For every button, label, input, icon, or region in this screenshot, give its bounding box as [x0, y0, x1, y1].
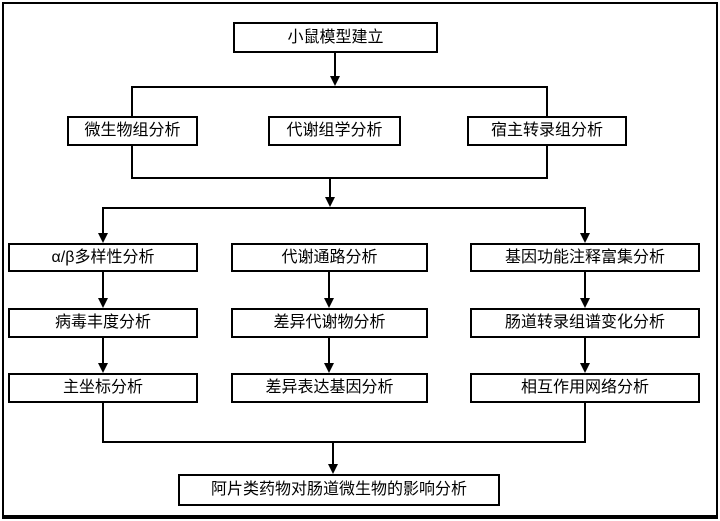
connector-final-hline	[102, 441, 586, 443]
node-alpha-beta-diversity: α/β多样性分析	[8, 243, 198, 272]
node-interaction-network: 相互作用网络分析	[470, 373, 700, 403]
connector-merge-right	[546, 146, 548, 179]
connector-col1-r2r3-line	[102, 338, 104, 363]
arrowhead-col3-r1r2	[580, 298, 590, 308]
node-host-transcriptome-analysis: 宿主转录组分析	[467, 116, 627, 146]
node-opioid-gut-microbe-impact: 阿片类药物对肠道微生物的影响分析	[178, 474, 500, 506]
arrowhead-final-down	[328, 464, 338, 474]
connector-merge-hline	[131, 177, 548, 179]
node-principal-coordinates: 主坐标分析	[8, 373, 198, 403]
arrowhead-col1-r2r3	[98, 363, 108, 373]
connector-final-left	[102, 403, 104, 441]
connector-branch2-left-line	[102, 207, 104, 233]
connector-branch1-left	[131, 86, 133, 116]
arrowhead-top-down	[330, 76, 340, 86]
node-metabolic-pathway: 代谢通路分析	[231, 243, 428, 272]
connector-col1-r1r2-line	[102, 272, 104, 298]
arrowhead-branch2-left	[98, 233, 108, 243]
connector-merge-left	[131, 146, 133, 179]
connector-branch1-right	[546, 86, 548, 116]
node-mouse-model: 小鼠模型建立	[233, 22, 438, 53]
node-differential-metabolites: 差异代谢物分析	[231, 308, 428, 338]
arrowhead-col3-r2r3	[580, 363, 590, 373]
connector-branch2-hline	[102, 207, 586, 209]
connector-col3-r2r3-line	[584, 338, 586, 363]
node-gut-transcriptome-changes: 肠道转录组谱变化分析	[470, 308, 700, 338]
arrowhead-col2-r1r2	[324, 298, 334, 308]
arrowhead-merge-down	[325, 197, 335, 207]
connector-top-down-line	[334, 53, 336, 76]
connector-col2-r1r2-line	[328, 272, 330, 298]
node-gene-function-enrichment: 基因功能注释富集分析	[470, 243, 700, 272]
arrowhead-col2-r2r3	[324, 363, 334, 373]
node-microbiome-analysis: 微生物组分析	[67, 116, 198, 146]
connector-final-right	[584, 403, 586, 441]
node-virus-abundance: 病毒丰度分析	[8, 308, 198, 338]
arrowhead-branch2-right	[580, 233, 590, 243]
connector-col3-r1r2-line	[584, 272, 586, 298]
connector-branch2-right-line	[584, 207, 586, 233]
connector-col2-r2r3-line	[328, 338, 330, 363]
node-differential-gene-expression: 差异表达基因分析	[231, 373, 428, 403]
arrowhead-col1-r1r2	[98, 298, 108, 308]
connector-final-down-line	[332, 441, 334, 464]
connector-merge-down-line	[329, 177, 331, 197]
node-metabolomics-analysis: 代谢组学分析	[268, 116, 401, 146]
connector-branch1-hline	[131, 86, 548, 88]
